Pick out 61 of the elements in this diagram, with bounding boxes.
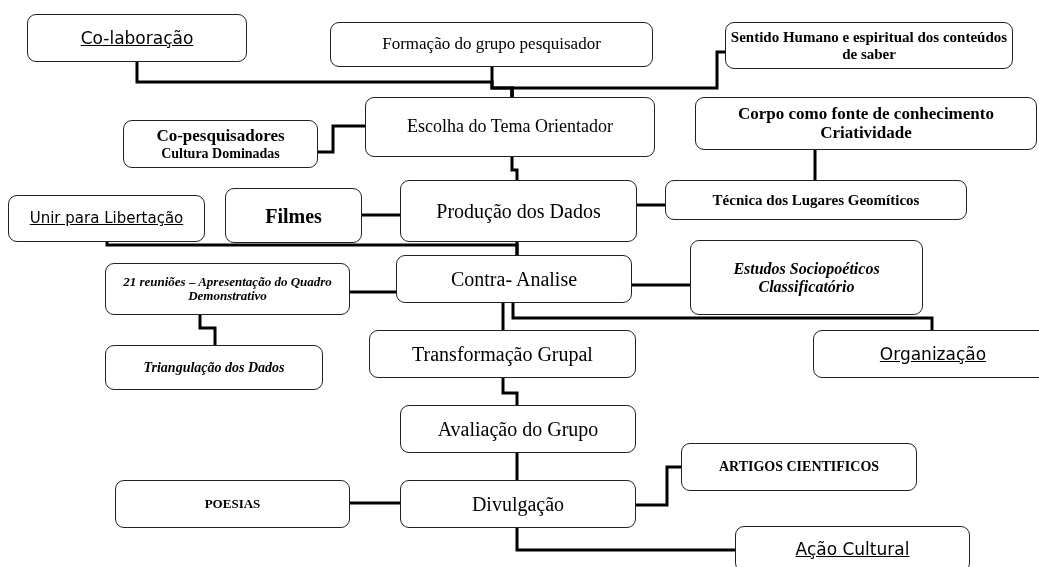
box-label: Técnica dos Lugares Geomíticos xyxy=(712,191,920,209)
connector-line xyxy=(515,453,519,480)
connector-line xyxy=(637,203,665,207)
rounded-box xyxy=(330,22,653,67)
box-label: Estudos Sociopoéticos Classificatório xyxy=(732,259,881,296)
box-label: Filmes xyxy=(265,204,322,227)
box-label: 21 reuniões – Apresentação do Quadro Demonstrativo xyxy=(122,274,333,304)
rounded-box xyxy=(735,526,970,567)
box-label: Criatividade xyxy=(820,123,912,143)
box-label: Escolha do Tema Orientador xyxy=(407,117,613,137)
rounded-box xyxy=(695,97,1037,150)
rounded-box xyxy=(681,443,917,491)
connector-line xyxy=(350,290,396,294)
connector-line xyxy=(510,157,519,180)
connector-line xyxy=(632,283,690,287)
box-label: Organização xyxy=(879,344,987,364)
connector-line xyxy=(198,315,217,345)
box-label: Divulgação xyxy=(471,493,565,515)
box-label: Contra- Analise xyxy=(450,268,578,290)
box-label: Corpo como fonte de conhecimento xyxy=(738,104,994,124)
box-label: Sentido Humano e espiritual dos conteúdos de saber xyxy=(729,29,1009,62)
box-label: Co-laboração xyxy=(80,28,194,48)
box-label: Produção dos Dados xyxy=(436,200,601,222)
connector-line xyxy=(515,528,735,552)
box-label: Avaliação do Grupo xyxy=(437,418,599,440)
rounded-box xyxy=(400,180,637,242)
rounded-box xyxy=(400,480,636,528)
rounded-box xyxy=(665,180,967,220)
rounded-box xyxy=(105,263,350,315)
box-label: Ação Cultural xyxy=(795,539,910,559)
rounded-box xyxy=(690,240,923,315)
box-label: Unir para Libertação xyxy=(29,210,184,227)
rounded-box xyxy=(400,405,636,453)
rounded-box xyxy=(115,480,350,528)
rounded-box xyxy=(27,14,247,62)
connector-line xyxy=(362,213,400,217)
box-label: Formação do grupo pesquisador xyxy=(382,35,601,54)
connector-line xyxy=(511,303,934,330)
connector-line xyxy=(318,124,365,154)
connector-line xyxy=(350,501,400,505)
rounded-box xyxy=(813,330,1039,378)
connector-line xyxy=(636,465,681,507)
rounded-box xyxy=(725,22,1013,69)
connector-line xyxy=(813,150,817,180)
box-label: ARTIGOS CIENTIFICOS xyxy=(718,459,880,475)
rounded-box xyxy=(123,120,318,168)
connector-line xyxy=(105,241,519,255)
box-label: Transformação Grupal xyxy=(412,343,593,365)
rounded-box xyxy=(225,188,362,243)
rounded-box xyxy=(365,97,655,157)
box-label: Cultura Dominadas xyxy=(161,145,280,162)
rounded-box xyxy=(105,345,323,390)
connector-line xyxy=(501,303,505,330)
box-label: Triangulação dos Dados xyxy=(143,359,285,376)
box-label: POESIAS xyxy=(204,496,261,512)
connector-line xyxy=(510,50,725,97)
box-label: Co-pesquisadores xyxy=(156,126,285,146)
connector-line xyxy=(501,378,519,405)
rounded-box xyxy=(369,330,636,378)
rounded-box xyxy=(396,255,632,303)
rounded-box xyxy=(8,195,205,242)
